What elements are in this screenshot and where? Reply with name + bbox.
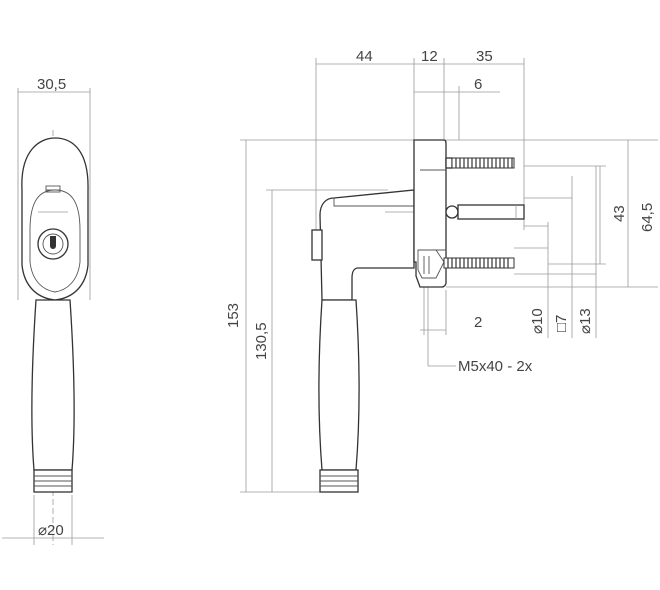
screw-label: M5x40 - 2x	[458, 358, 533, 375]
front-width-dimension: 30,5	[37, 76, 66, 93]
dimension-153: 153	[225, 303, 242, 328]
side-view: 44 12 35 6 153 130,5 43 64,5 2 ⌀10 □7 ⌀	[225, 48, 658, 493]
top-bolt-thread	[451, 157, 515, 169]
dimension-130-5: 130,5	[253, 322, 270, 360]
front-view: 30,5 ⌀20	[2, 76, 104, 545]
side-handle-body	[319, 189, 415, 301]
dimension-64-5: 64,5	[639, 203, 656, 232]
bottom-bolt-thread	[443, 257, 515, 269]
front-rose	[21, 137, 89, 301]
side-base-plate	[413, 139, 447, 288]
dimension-35: 35	[476, 48, 493, 65]
front-handle-grip	[31, 299, 75, 471]
dimension-43: 43	[611, 205, 628, 222]
key-slot	[50, 236, 56, 246]
spindle	[457, 204, 525, 220]
front-diameter-dimension: ⌀20	[38, 522, 64, 539]
side-handle-grip	[318, 299, 360, 471]
dimension-2: 2	[474, 314, 482, 331]
dimension-12: 12	[421, 48, 438, 65]
dimension-diameter-10: ⌀10	[529, 308, 546, 334]
dimension-44: 44	[356, 48, 373, 65]
dimension-6: 6	[474, 76, 482, 93]
dimension-diameter-13: ⌀13	[577, 308, 594, 334]
spindle-collar	[445, 205, 459, 219]
dimension-square-7: □7	[553, 315, 570, 332]
